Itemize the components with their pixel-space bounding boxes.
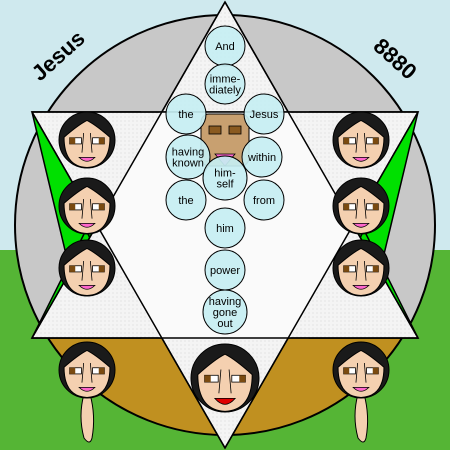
word-bubble-2-line-1: imme- [210,74,241,86]
left-face-4 [58,341,116,443]
word-bubble-6: within [241,136,283,178]
word-bubble-7-line-1: him- [214,168,236,180]
word-bubble-6-line-1: within [247,152,276,164]
word-bubble-2: imme-diately [204,63,246,105]
word-bubble-5-line-1: having [172,147,204,159]
word-bubble-2-line-2: diately [209,85,241,97]
word-bubble-7: him-self [202,155,248,201]
word-bubble-12-line-3: out [217,318,232,330]
word-bubble-3: the [165,93,207,135]
word-bubble-9-line-1: from [253,195,275,207]
word-bubble-12-line-2: gone [213,307,237,319]
right-face-4 [332,341,390,443]
word-bubble-11: power [204,249,246,291]
word-bubble-1: And [204,25,246,67]
word-bubble-3-line-1: the [178,109,193,121]
right-face-2 [332,177,390,235]
word-bubble-4-line-1: Jesus [250,109,279,121]
left-face-1 [58,111,116,169]
word-bubble-9: from [243,179,285,221]
word-bubble-8-line-1: the [178,195,193,207]
right-face-3 [332,239,390,297]
left-face-2 [58,177,116,235]
word-bubble-8: the [165,179,207,221]
bottom-center-face [190,343,260,413]
word-bubble-5-line-2: known [172,158,204,170]
word-bubble-11-line-1: power [210,265,240,277]
right-face-1 [332,111,390,169]
word-bubble-7-line-2: self [216,179,234,191]
word-bubble-1-line-1: And [215,41,235,53]
word-bubble-10-line-1: him [216,223,234,235]
word-bubble-12-line-1: having [209,296,241,308]
left-face-3 [58,239,116,297]
word-bubble-4: Jesus [243,93,285,135]
word-bubble-10: him [204,207,246,249]
